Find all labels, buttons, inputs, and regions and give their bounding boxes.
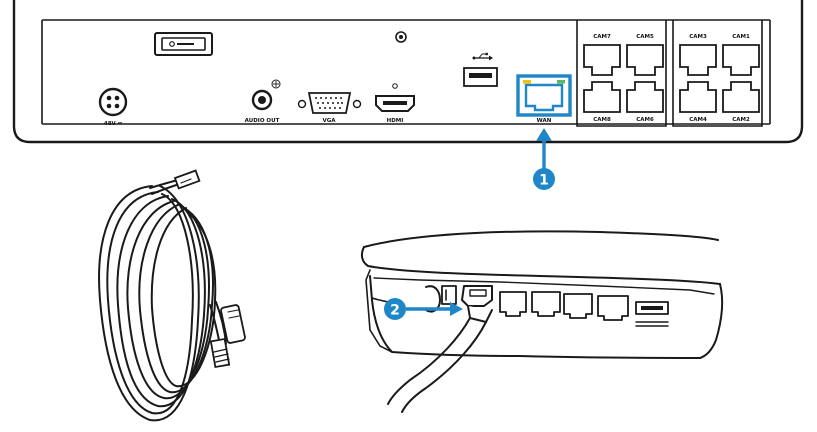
camera-port-cam6	[626, 81, 664, 113]
camera-port-cam7	[583, 44, 621, 76]
power-label: 48V ⎓	[104, 121, 123, 127]
step-1-badge: 1	[533, 168, 555, 190]
audio-out-jack	[251, 79, 281, 111]
hdmi-port	[375, 83, 415, 112]
ground-screw-icon	[395, 31, 407, 43]
vga-label: VGA	[322, 118, 336, 124]
power-jack	[98, 87, 128, 117]
step-1-number: 1	[539, 173, 549, 189]
camera-port-label-cam1: CAM1	[732, 34, 750, 40]
camera-port-cam5	[626, 44, 664, 76]
audio-out-label: AUDIO OUT	[245, 118, 280, 124]
step-2-number: 2	[390, 303, 400, 319]
camera-port-label-cam3: CAM3	[689, 34, 707, 40]
hdmi-label: HDMI	[387, 118, 404, 124]
camera-port-label-cam2: CAM2	[732, 117, 750, 123]
router-illustration	[360, 230, 724, 413]
camera-port-cam1	[722, 44, 760, 76]
camera-port-label-cam5: CAM5	[636, 34, 654, 40]
ethernet-cable-illustration	[98, 169, 246, 422]
usb-icon	[472, 52, 493, 61]
step-2-arrow	[406, 302, 463, 316]
vga-port	[297, 92, 362, 114]
camera-port-label-cam6: CAM6	[636, 117, 654, 123]
power-switch	[154, 32, 213, 56]
camera-port-cam2	[722, 81, 760, 113]
step-2-badge: 2	[384, 298, 406, 320]
nvr-rear-panel	[12, 0, 804, 144]
camera-port-cam3	[679, 44, 717, 76]
wan-label: WAN	[537, 118, 552, 124]
camera-port-cam8	[583, 81, 621, 113]
camera-ports	[583, 44, 760, 113]
step-1-arrow	[536, 128, 552, 169]
camera-port-label-cam7: CAM7	[593, 34, 611, 40]
usb-port	[463, 67, 498, 87]
camera-port-label-cam4: CAM4	[689, 117, 707, 123]
camera-port-block	[576, 20, 763, 127]
camera-port-label-cam8: CAM8	[593, 117, 611, 123]
wan-port	[516, 74, 572, 117]
camera-port-cam4	[679, 81, 717, 113]
